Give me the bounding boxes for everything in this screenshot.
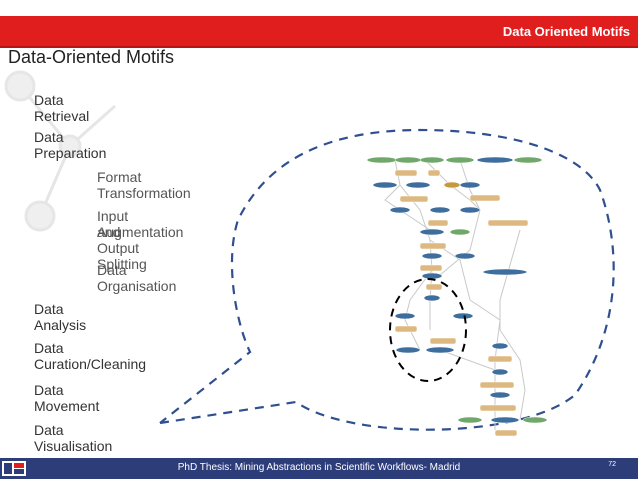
workflow-node: [394, 312, 416, 320]
page-number: 72: [608, 461, 616, 468]
workflow-node: [419, 156, 445, 164]
item-data-analysis: Data Analysis: [34, 301, 87, 333]
header-title: Data Oriented Motifs: [502, 24, 630, 39]
workflow-node: [459, 181, 481, 189]
workflow-node: [425, 346, 455, 354]
highlight-ellipse: [389, 278, 467, 382]
item-data-preparation: Data Preparation: [34, 129, 107, 161]
workflow-node: [427, 219, 449, 227]
workflow-node: [423, 294, 441, 302]
workflow-node: [459, 206, 481, 214]
workflow-node: [476, 156, 514, 164]
workflow-node: [482, 268, 528, 276]
item-data-organisation: Data Organisation: [97, 262, 177, 294]
workflow-node: [419, 228, 445, 236]
workflow-node: [421, 272, 443, 280]
workflow-node: [487, 355, 513, 363]
workflow-node: [457, 416, 483, 424]
workflow-node: [419, 264, 443, 272]
workflow-node: [479, 404, 517, 412]
workflow-node: [522, 416, 548, 424]
workflow-node: [513, 156, 543, 164]
item-output-splitting: and Output Splitting: [97, 224, 147, 272]
workflow-node: [487, 219, 529, 227]
item-data-movement: Data Movement: [34, 382, 100, 414]
header-top-band: [0, 0, 638, 16]
workflow-node: [425, 283, 443, 291]
callout-bubble-outline: [159, 128, 615, 431]
background-network-graphic: [4, 70, 116, 232]
workflow-node: [372, 181, 398, 189]
workflow-node: [494, 429, 518, 437]
item-input-augmentation: Input Augmentation: [97, 208, 184, 240]
workflow-node: [479, 381, 515, 389]
workflow-node: [394, 156, 422, 164]
workflow-node: [421, 252, 443, 260]
workflow-node: [366, 156, 398, 164]
item-data-retrieval: Data Retrieval: [34, 92, 90, 124]
workflow-node: [491, 368, 509, 376]
workflow-node: [443, 181, 461, 189]
workflow-node: [491, 342, 509, 350]
workflow-node: [429, 337, 457, 345]
workflow-node: [449, 228, 471, 236]
university-logo: [2, 461, 26, 476]
workflow-node: [452, 312, 474, 320]
item-data-curation: Data Curation/Cleaning: [34, 340, 147, 372]
workflow-node: [389, 206, 411, 214]
workflow-node: [394, 325, 418, 333]
workflow-node: [429, 206, 451, 214]
footer-bar: PhD Thesis: Mining Abstractions in Scien…: [0, 458, 638, 479]
workflow-node: [394, 169, 418, 177]
workflow-node: [427, 169, 441, 177]
workflow-node: [469, 194, 501, 202]
workflow-node: [445, 156, 475, 164]
workflow-nodes: [366, 156, 548, 437]
workflow-node: [405, 181, 431, 189]
header-bar: Data Oriented Motifs: [0, 0, 638, 48]
workflow-node: [489, 391, 511, 399]
footer-text: PhD Thesis: Mining Abstractions in Scien…: [177, 462, 461, 473]
workflow-node: [490, 416, 520, 424]
workflow-node: [395, 346, 421, 354]
item-data-visualisation: Data Visualisation: [34, 422, 113, 454]
workflow-node: [454, 252, 476, 260]
workflow-node: [419, 242, 447, 250]
page-title: Data-Oriented Motifs: [8, 47, 175, 67]
item-format-transformation: Format Transformation: [97, 169, 191, 201]
workflow-node: [399, 195, 429, 203]
